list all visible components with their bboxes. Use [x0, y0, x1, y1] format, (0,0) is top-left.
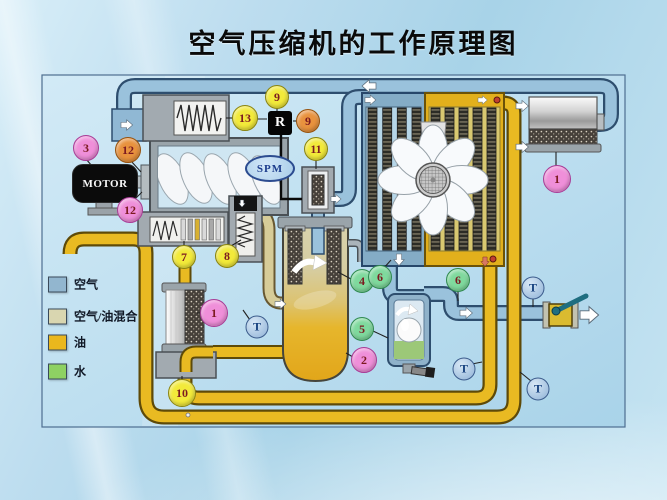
pressure-valve [228, 195, 263, 263]
spm-badge: SPM [245, 155, 295, 182]
oil-filter [161, 282, 207, 354]
oil-stop-block [155, 345, 217, 379]
air-filter [515, 96, 605, 154]
outlet-valve [542, 293, 600, 329]
thermostat-valve [137, 211, 229, 247]
water-separator [387, 293, 436, 378]
page-title: 空气压缩机的工作原理图 [188, 29, 519, 59]
min-pressure-valve [301, 166, 335, 214]
regulator-label: R [268, 111, 292, 135]
intake-air-pipe [116, 78, 619, 207]
motor-label: MOTOR [72, 164, 138, 203]
cooling-fan [377, 121, 489, 236]
intake-valve [111, 94, 230, 142]
separator-tank [277, 216, 365, 383]
